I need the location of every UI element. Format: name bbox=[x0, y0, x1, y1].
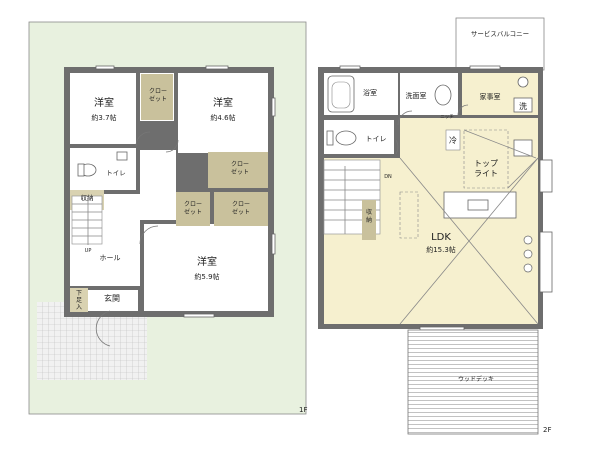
up-marker: UP bbox=[85, 248, 92, 254]
wood-deck bbox=[407, 329, 539, 435]
room-size-western-3: 約5.9帖 bbox=[194, 272, 219, 281]
room-name-western-2: 洋室 bbox=[213, 96, 233, 109]
fridge-label: 冷 bbox=[449, 135, 457, 145]
toilet-label-1f: トイレ bbox=[106, 169, 126, 177]
floor-1f: 洋室 約3.7帖 クローゼット 洋室 約4.6帖 トイレ クローゼット 収納 ク… bbox=[28, 21, 307, 415]
toilet-label-2f: トイレ bbox=[366, 135, 387, 143]
floor-label-1f: 1F bbox=[299, 406, 307, 414]
wash-mark: 洗 bbox=[519, 101, 527, 111]
shoe-storage-label: 下足入 bbox=[76, 290, 82, 311]
hall-label: ホール bbox=[100, 254, 121, 262]
niche-label: ニッチ bbox=[440, 114, 454, 120]
floor-label-2f: 2F bbox=[543, 426, 551, 434]
ldk-size: 約15.3帖 bbox=[426, 245, 456, 254]
closet-label-4: クローゼット bbox=[232, 201, 250, 216]
room-size-western-2: 約4.6帖 bbox=[210, 113, 235, 122]
closet-label-1: クローゼット bbox=[149, 88, 167, 103]
room-name-western-1: 洋室 bbox=[94, 96, 114, 109]
closet-label-3: クローゼット bbox=[184, 201, 202, 216]
bathroom-label: 浴室 bbox=[363, 88, 377, 97]
closet-label-2: クローゼット bbox=[231, 161, 249, 176]
stairs-1f bbox=[71, 195, 103, 245]
room-name-western-3: 洋室 bbox=[197, 255, 217, 268]
dn-marker: DN bbox=[384, 174, 392, 180]
service-balcony bbox=[455, 17, 545, 71]
room-size-western-1: 約3.7帖 bbox=[91, 113, 116, 122]
entrance-label: 玄関 bbox=[104, 293, 120, 303]
washroom-label: 洗面室 bbox=[406, 91, 427, 100]
wood-deck-label: ウッドデッキ bbox=[458, 375, 494, 383]
ldk-name: LDK bbox=[431, 232, 451, 243]
floor-2f: サービスバルコニー 浴室 洗面室 家事室 洗 ニッチ トイレ 冷 トップライト … bbox=[318, 17, 553, 435]
toplight-label: トップライト bbox=[474, 159, 498, 178]
service-balcony-label: サービスバルコニー bbox=[471, 29, 529, 38]
storage-label-1f: 収納 bbox=[81, 193, 94, 202]
utility-room-label: 家事室 bbox=[480, 92, 501, 101]
storage-label-2f: 収納 bbox=[366, 209, 372, 224]
